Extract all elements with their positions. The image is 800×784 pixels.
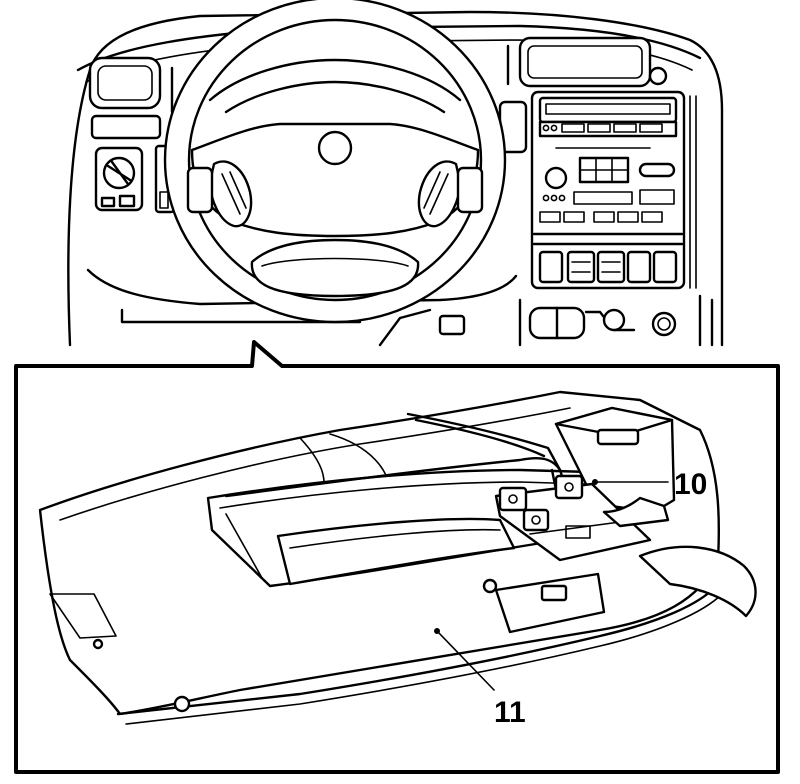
callout-10: 10: [592, 468, 707, 501]
steering-wheel: [163, 0, 507, 324]
wiring-harness: [224, 456, 562, 498]
callout-label-10: 10: [674, 468, 707, 501]
dashboard-overview: [67, 0, 724, 347]
callout-label-11: 11: [494, 696, 526, 729]
steering-wheel-lower-spoke: [250, 238, 420, 298]
dashboard-lower-edge: [86, 268, 518, 306]
trim-end-flange: [638, 545, 757, 618]
horn-emblem: [317, 130, 353, 166]
retaining-clip-bracket: [494, 572, 606, 634]
callout-11: 11: [434, 628, 526, 729]
leader-line-11: [437, 631, 495, 691]
control-module-body: [276, 517, 516, 586]
instrument-panel-left: [88, 56, 176, 214]
inset-frame: [14, 340, 780, 774]
center-air-vent: [518, 36, 652, 88]
detail-inset: [14, 340, 780, 774]
radio-unit: [530, 90, 686, 290]
center-console: [498, 36, 714, 347]
dashboard-outline: [67, 10, 724, 347]
radio-display: [538, 96, 678, 124]
left-air-vent: [88, 56, 162, 110]
radio-volume-knob: [544, 166, 568, 190]
mounting-bracket: [494, 406, 676, 562]
left-switch-panel: [90, 114, 162, 140]
